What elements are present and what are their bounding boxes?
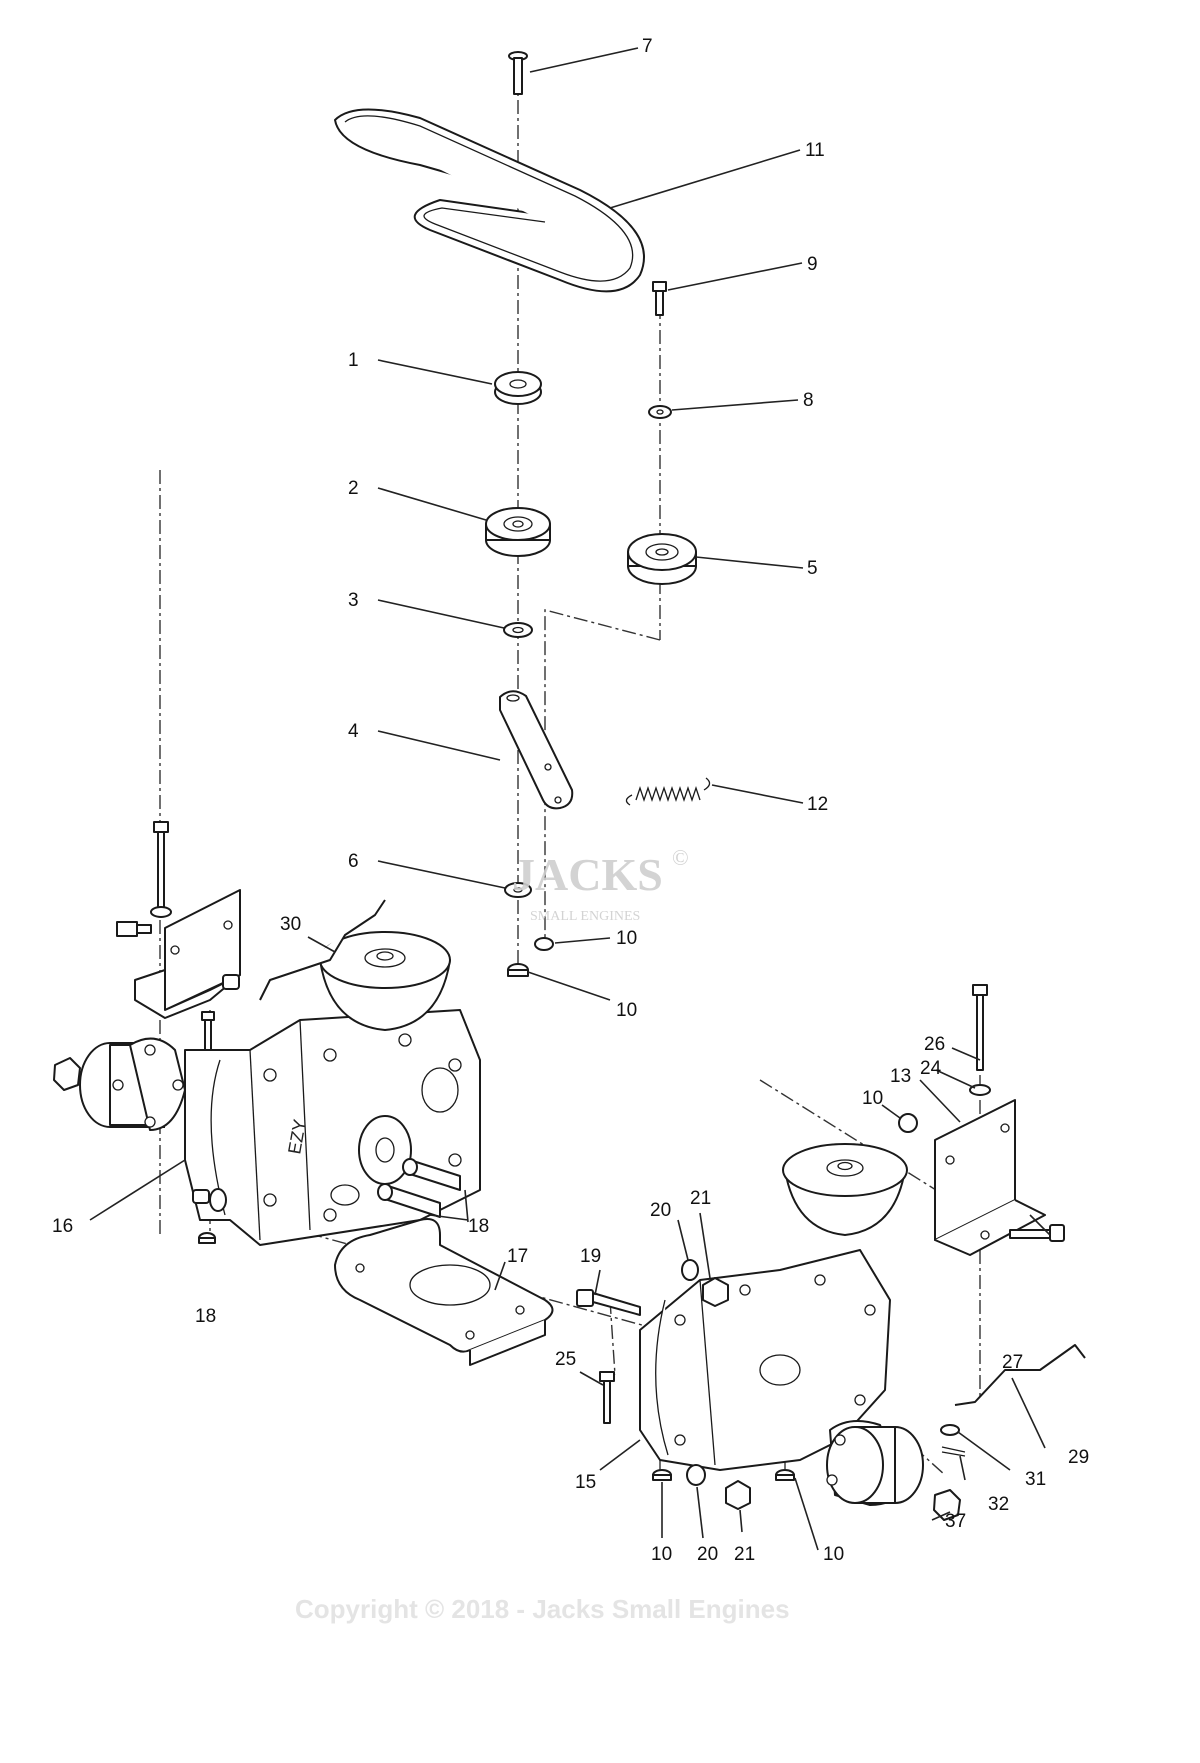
idler-bolt-9 <box>652 281 667 316</box>
callout-10d: 10 <box>651 1544 672 1565</box>
callout-1: 1 <box>348 350 359 371</box>
callout-24: 24 <box>920 1058 942 1079</box>
callout-17: 17 <box>507 1246 528 1267</box>
callout-13: 13 <box>890 1066 911 1087</box>
callout-31: 31 <box>1025 1469 1046 1490</box>
pulley-2 <box>485 507 551 557</box>
watermark-tagline: SMALL ENGINES <box>530 909 640 924</box>
watermark-registered: © <box>672 845 689 870</box>
washer-6 <box>504 882 532 898</box>
watermark-brand: JACKS <box>512 849 663 900</box>
nut-10-e <box>775 1469 795 1481</box>
watermark-logo: JACKS © SMALL ENGINES <box>512 845 689 924</box>
spring-12 <box>625 777 711 806</box>
right-axle-hub <box>826 1420 924 1506</box>
nut-10-c <box>898 1113 918 1133</box>
callout-10a: 10 <box>616 928 637 949</box>
control-rod-30 <box>259 899 386 1001</box>
bolt-19 <box>576 1289 641 1316</box>
callout-20b: 20 <box>697 1544 718 1565</box>
left-bracket-bolt <box>150 821 172 918</box>
left-transaxle-gear <box>358 1115 412 1185</box>
callout-26: 26 <box>924 1034 945 1055</box>
bearing-1 <box>494 371 542 405</box>
callout-21a: 21 <box>690 1188 711 1209</box>
callout-10e: 10 <box>823 1544 844 1565</box>
callout-29: 29 <box>1068 1447 1089 1468</box>
callout-6: 6 <box>348 851 359 872</box>
washer-20-a <box>681 1259 699 1281</box>
callout-27: 27 <box>1002 1352 1023 1373</box>
callout-10c: 10 <box>862 1088 883 1109</box>
callout-11: 11 <box>805 140 825 161</box>
callout-15: 15 <box>575 1472 596 1493</box>
right-transaxle <box>639 1249 891 1471</box>
callout-16: 16 <box>52 1216 73 1237</box>
callout-21b: 21 <box>734 1544 755 1565</box>
right-transaxle-pulley <box>782 1143 908 1236</box>
callout-4: 4 <box>348 721 359 742</box>
callout-10b: 10 <box>616 1000 637 1021</box>
bolt-27 <box>1009 1224 1065 1242</box>
callout-20a: 20 <box>650 1200 671 1221</box>
left-lower-nut <box>192 1189 210 1204</box>
left-bracket <box>134 889 241 1019</box>
callout-9: 9 <box>807 254 818 275</box>
callout-32: 32 <box>988 1494 1009 1515</box>
idler-pulley-5 <box>627 533 697 585</box>
callout-25: 25 <box>555 1349 576 1370</box>
nut-10-a <box>534 937 554 951</box>
bolt-25 <box>599 1371 615 1424</box>
callout-19: 19 <box>580 1246 601 1267</box>
callout-37: 37 <box>945 1511 966 1532</box>
callout-18b: 18 <box>195 1306 216 1327</box>
drive-belt-11 <box>334 108 645 293</box>
callout-numbers: 7 11 9 1 8 2 5 3 4 12 6 30 10 10 26 24 1… <box>52 36 1089 1565</box>
nut-10-d <box>652 1469 672 1481</box>
left-transaxle: EZY <box>184 1009 481 1246</box>
callout-3: 3 <box>348 590 359 611</box>
washer-3 <box>503 622 533 638</box>
callout-12: 12 <box>807 794 828 815</box>
left-bracket-nut <box>222 974 240 990</box>
pivot-bolt-7 <box>508 51 528 95</box>
control-rod-29 <box>954 1344 1086 1406</box>
nut-21-b <box>725 1480 751 1510</box>
left-axle-hub <box>79 1037 186 1131</box>
left-transaxle-pulley <box>319 931 451 1031</box>
left-axle-nut <box>53 1057 81 1091</box>
nut-21-a <box>702 1277 729 1307</box>
leader-lines <box>89 47 1051 1551</box>
left-bracket-bolt-side <box>116 921 152 937</box>
washer-20-b <box>686 1464 706 1486</box>
callout-7: 7 <box>642 36 653 57</box>
nut-10-b <box>507 963 529 977</box>
cotter-pin-32 <box>941 1446 966 1457</box>
mounting-pins-18 <box>377 1158 461 1218</box>
bolt-26 <box>972 984 988 1071</box>
center-bracket-17 <box>334 1218 554 1366</box>
right-axle-nut-37 <box>933 1489 961 1521</box>
left-bottom-nut <box>198 1232 216 1244</box>
washer-31 <box>940 1424 960 1436</box>
callout-5: 5 <box>807 558 818 579</box>
copyright-notice: Copyright © 2018 - Jacks Small Engines <box>295 1594 790 1624</box>
right-bracket-13 <box>934 1099 1046 1256</box>
washer-8 <box>648 405 672 419</box>
callout-18a: 18 <box>468 1216 489 1237</box>
callout-2: 2 <box>348 478 359 499</box>
callout-8: 8 <box>803 390 814 411</box>
callout-30: 30 <box>280 914 301 935</box>
idler-arm-4 <box>499 690 574 810</box>
left-lower-washer <box>209 1188 227 1212</box>
